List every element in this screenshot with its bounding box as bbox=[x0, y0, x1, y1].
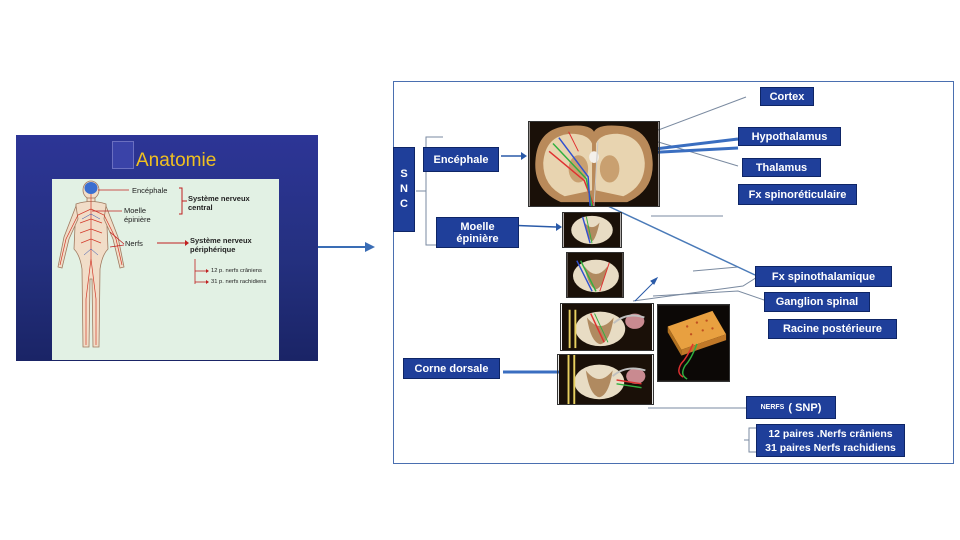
spinal-cord-section-3-image bbox=[560, 303, 654, 351]
label-hypothalamus: Hypothalamus bbox=[738, 127, 841, 146]
label-paires-line1: 12 paires .Nerfs crâniens bbox=[768, 427, 893, 440]
label-paires-line2: 31 paires Nerfs rachidiens bbox=[765, 441, 896, 454]
label-moelle-line2: épinière bbox=[456, 232, 499, 245]
snc-letter-s: S bbox=[400, 168, 408, 180]
label-nerfs-snp: NERFS ( SNP) bbox=[746, 396, 836, 419]
skin-nerve-ending-image bbox=[657, 304, 730, 382]
label-snc-line1: Système nerveux bbox=[188, 194, 250, 203]
human-nervous-system-figure bbox=[57, 180, 209, 348]
label-moelle-epiniere: Moelle épinière bbox=[436, 217, 519, 248]
label-snc-line2: central bbox=[188, 203, 213, 212]
spinal-cord-section-1-image bbox=[562, 212, 622, 248]
label-nerfs-suffix: ( SNP) bbox=[788, 401, 822, 414]
label-encephale-small: Encéphale bbox=[132, 186, 168, 195]
label-paires-nerfs: 12 paires .Nerfs crâniens 31 paires Nerf… bbox=[756, 424, 905, 457]
label-snp-line2: périphérique bbox=[190, 245, 236, 254]
slide-title: Anatomie bbox=[136, 150, 217, 171]
label-moelle-line1: Moelle bbox=[460, 220, 495, 233]
label-encephale: Encéphale bbox=[423, 147, 499, 172]
label-racine-posterieure: Racine postérieure bbox=[768, 319, 897, 339]
snc-letter-n: N bbox=[400, 183, 408, 195]
label-nerfs-small: Nerfs bbox=[125, 239, 143, 248]
label-spinal-small: 31 p. nerfs rachidiens bbox=[211, 279, 267, 285]
right-arrow-icon bbox=[318, 242, 375, 252]
label-corne-dorsale: Corne dorsale bbox=[403, 358, 500, 379]
brain-coronal-section-image bbox=[528, 121, 660, 207]
label-fx-spinoreticulaire: Fx spinoréticulaire bbox=[738, 184, 857, 205]
snc-box: S N C bbox=[393, 147, 415, 232]
label-ganglion-spinal: Ganglion spinal bbox=[764, 292, 870, 312]
label-cranial-small: 12 p. nerfs crâniens bbox=[211, 268, 262, 274]
snc-letter-c: C bbox=[400, 198, 408, 210]
label-moelle-small: Moelle bbox=[124, 206, 147, 215]
label-thalamus: Thalamus bbox=[742, 158, 821, 177]
spinal-cord-section-2-image bbox=[566, 252, 624, 298]
label-epiniere-small: épinière bbox=[124, 215, 151, 224]
slide-title-square bbox=[112, 141, 134, 169]
spinal-cord-section-4-image bbox=[557, 354, 654, 405]
label-fx-spinothalamique: Fx spinothalamique bbox=[755, 266, 892, 287]
label-snp-line1: Système nerveux bbox=[190, 236, 252, 245]
label-nerfs-prefix: NERFS bbox=[760, 404, 785, 411]
label-cortex: Cortex bbox=[760, 87, 814, 106]
